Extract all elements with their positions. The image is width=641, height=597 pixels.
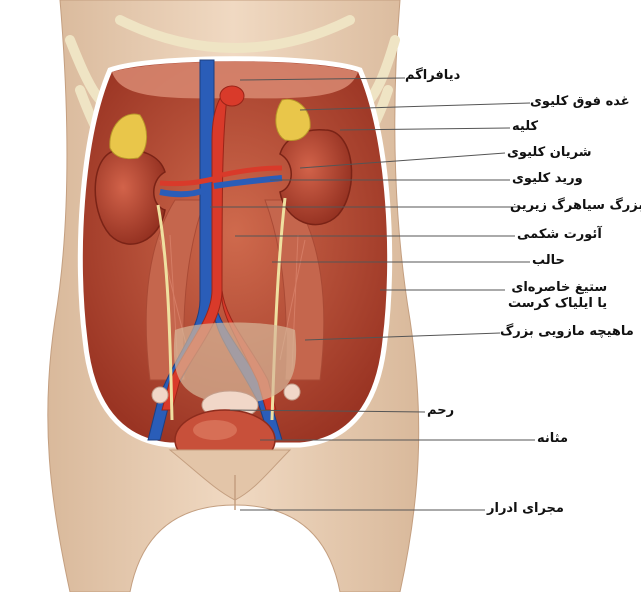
label-kidney: کلیه [512,119,538,135]
label-iliac-crest: ستیغ خاصره‌ای یا ایلیاک کرست [508,280,607,312]
label-inferior-vena-cava: بزرگ سیاهرگ زیرین [510,198,641,214]
label-bladder: مثانه [537,431,568,447]
label-renal-artery: شریان کلیوی [507,145,592,161]
label-psoas-major: ماهیچه ماز‌ویی بزرگ [500,324,634,340]
label-diaphragm: دیافراگم [405,68,460,84]
label-urethra: مجرای ادرار [487,501,564,517]
label-uterus: رحم [427,403,454,419]
label-iliac-crest-line2: یا ایلیاک کرست [508,296,607,312]
label-adrenal-gland: غده فوق کلیوی [530,94,630,110]
label-ureter: حالب [532,253,565,269]
label-renal-vein: ورید کلیوی [512,171,583,187]
label-abdominal-aorta: آئورت شکمی [517,227,602,243]
label-iliac-crest-line1: ستیغ خاصره‌ای [508,280,607,296]
kidney-right [280,130,352,225]
kidney-left [95,150,165,244]
